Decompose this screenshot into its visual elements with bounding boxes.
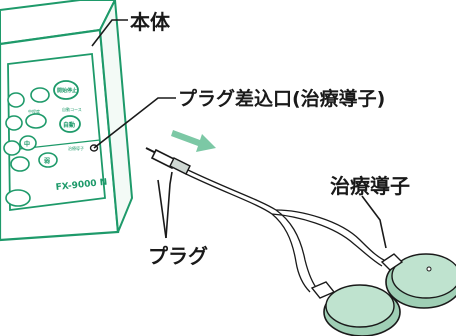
start-stop-button[interactable] bbox=[53, 80, 79, 100]
treatment-pad-left bbox=[310, 281, 401, 336]
treatment-pad-right bbox=[380, 253, 456, 309]
cable bbox=[185, 169, 389, 293]
label-plug: プラグ bbox=[148, 244, 208, 268]
plug bbox=[145, 147, 191, 175]
control-buttons: 開始停止 中程度 自動コース 自動 中 弱 治療導子 bbox=[3, 80, 84, 207]
jack-small-label: 治療導子 bbox=[68, 145, 84, 151]
callout-plug bbox=[165, 171, 173, 239]
callout-plug-2 bbox=[157, 179, 167, 239]
weak-button-2[interactable] bbox=[38, 152, 58, 168]
auto-button-label: 自動 bbox=[63, 121, 75, 129]
middle-button[interactable] bbox=[19, 135, 37, 151]
mode-button-1[interactable] bbox=[5, 115, 23, 131]
course-small-label: 自動コース bbox=[62, 106, 82, 112]
callout-lines bbox=[91, 19, 387, 249]
label-plug-jack: プラグ差込口(治療導子) bbox=[178, 88, 386, 110]
callout-pads bbox=[361, 195, 387, 249]
weak-button-label: 弱 bbox=[44, 157, 50, 165]
device-body: FX-9000 N bbox=[0, 0, 134, 242]
weak-button-1[interactable] bbox=[10, 156, 30, 172]
strong-button[interactable] bbox=[3, 140, 21, 156]
arrow-button[interactable] bbox=[30, 87, 50, 103]
mode-small-label: 中程度 bbox=[28, 108, 40, 114]
label-body: 本体 bbox=[130, 10, 170, 34]
middle-button-label: 中 bbox=[24, 140, 30, 148]
auto-button[interactable] bbox=[59, 115, 81, 133]
callout-body bbox=[91, 19, 128, 47]
left-button[interactable] bbox=[7, 92, 25, 108]
start-stop-button-label: 開始停止 bbox=[57, 87, 77, 94]
mode-button-2[interactable] bbox=[25, 113, 47, 129]
label-treatment-pads: 治療導子 bbox=[330, 174, 410, 198]
timer-button[interactable] bbox=[5, 189, 31, 207]
insertion-arrow bbox=[171, 130, 216, 152]
callout-jack bbox=[93, 97, 176, 149]
